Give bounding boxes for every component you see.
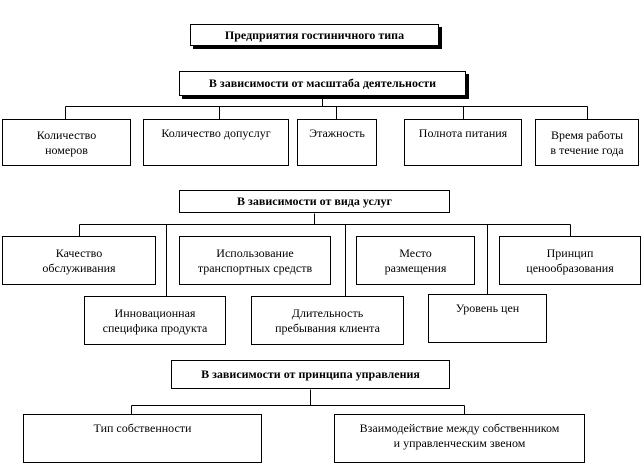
node-price-level: Уровень цен [428, 294, 547, 343]
node-transport-use: Использование транспортных средств [179, 236, 331, 285]
group-header-service-type: В зависимости от вида услуг [179, 190, 450, 213]
diagram-title: Предприятия гостиничного типа [190, 24, 439, 46]
node-location: Место размещения [356, 236, 475, 285]
node-operating-time: Время работы в течение года [535, 119, 639, 166]
group-header-scale: В зависимости от масштаба деятельности [179, 71, 466, 96]
node-pricing-principle: Принцип ценообразования [499, 236, 641, 285]
node-service-quality: Качество обслуживания [2, 236, 156, 285]
node-ownership-type: Тип собственности [23, 414, 262, 463]
group-header-management: В зависимости от принципа управления [171, 360, 450, 389]
node-stay-duration: Длительность пребывания клиента [251, 296, 404, 345]
node-owner-management-interaction: Взаимодействие между собственником и упр… [334, 414, 585, 463]
node-product-innovation: Инновационная специфика продукта [84, 296, 226, 345]
node-extra-services-count: Количество допуслуг [143, 119, 289, 166]
node-meal-completeness: Полнота питания [404, 119, 522, 166]
node-floors: Этажность [297, 119, 377, 166]
node-rooms-count: Количество номеров [2, 119, 131, 166]
